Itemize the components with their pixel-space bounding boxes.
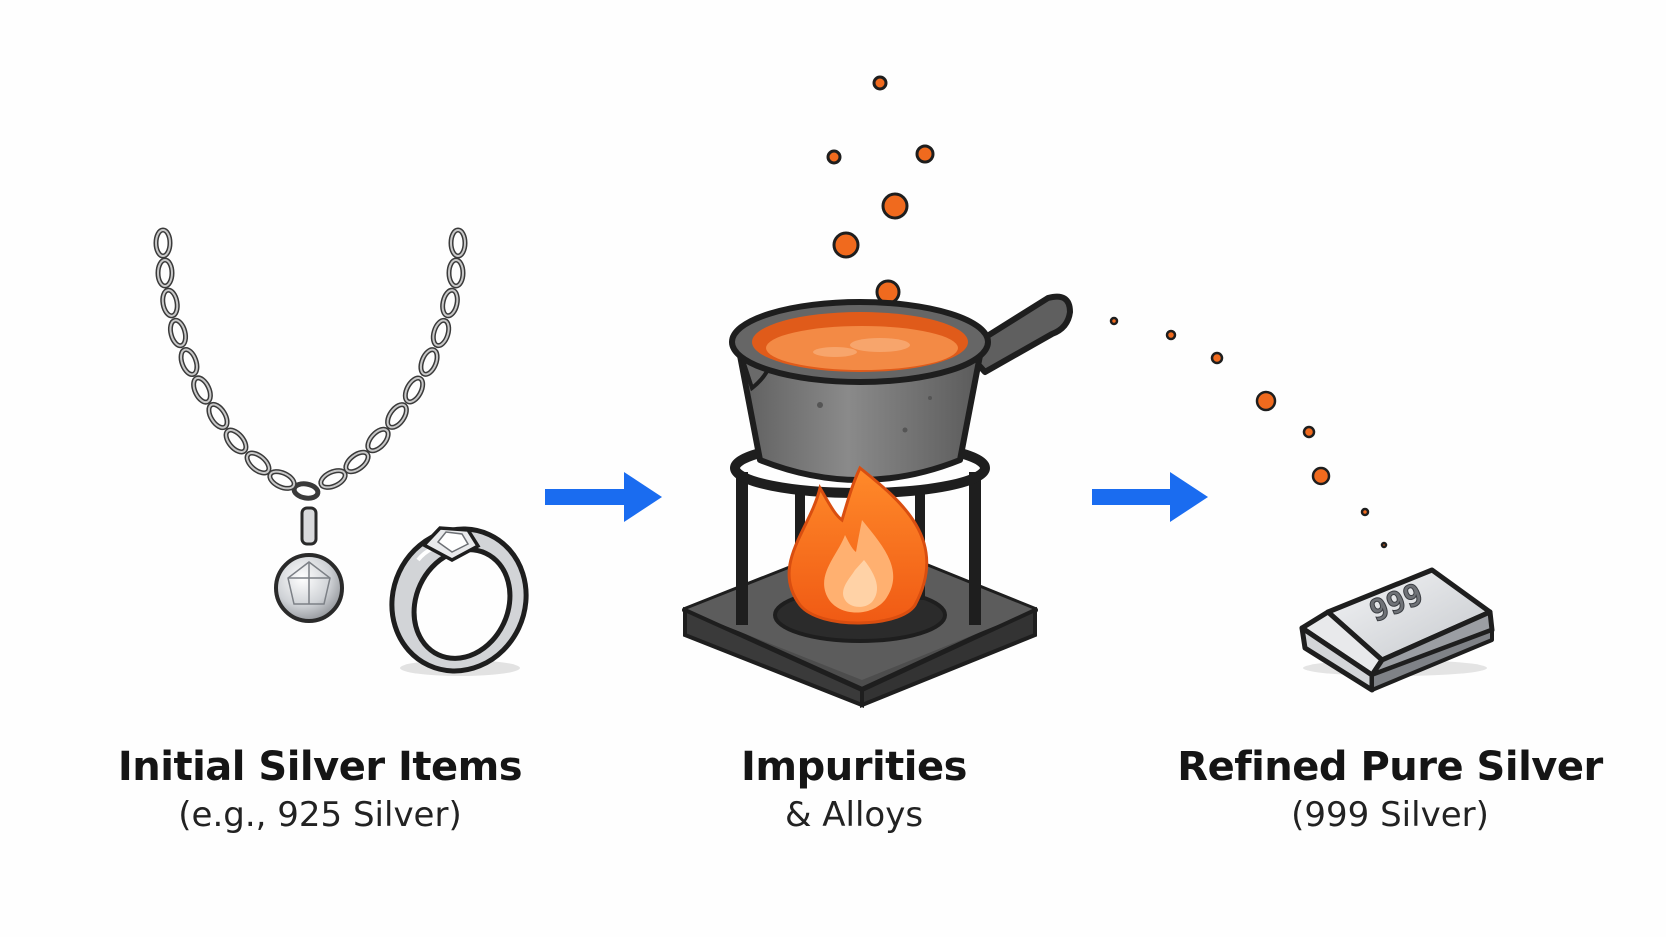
melting-pot-icon [729, 293, 1073, 483]
stage-subtitle: (999 Silver) [1291, 795, 1489, 835]
stage-title: Refined Pure Silver [1177, 744, 1603, 790]
stage-impurities-caption: Impurities & Alloys [594, 742, 1114, 838]
arrow-right-icon [1092, 472, 1208, 522]
stage-title: Impurities [741, 744, 967, 790]
impurity-droplets-rising [826, 75, 935, 305]
silver-necklace-icon [153, 227, 468, 623]
silver-ring-icon [389, 526, 529, 676]
stage-title: Initial Silver Items [117, 744, 523, 790]
stage-subtitle: (e.g., 925 Silver) [178, 795, 462, 835]
impurity-droplets-falling [1109, 316, 1388, 549]
arrow-right-icon [545, 472, 662, 522]
flame-icon [787, 465, 929, 625]
silver-bar-icon: 999 [1299, 567, 1495, 693]
stage-subtitle: & Alloys [784, 795, 924, 835]
stage-initial-caption: Initial Silver Items (e.g., 925 Silver) [60, 742, 580, 838]
stage-refined-caption: Refined Pure Silver (999 Silver) [1130, 742, 1650, 838]
